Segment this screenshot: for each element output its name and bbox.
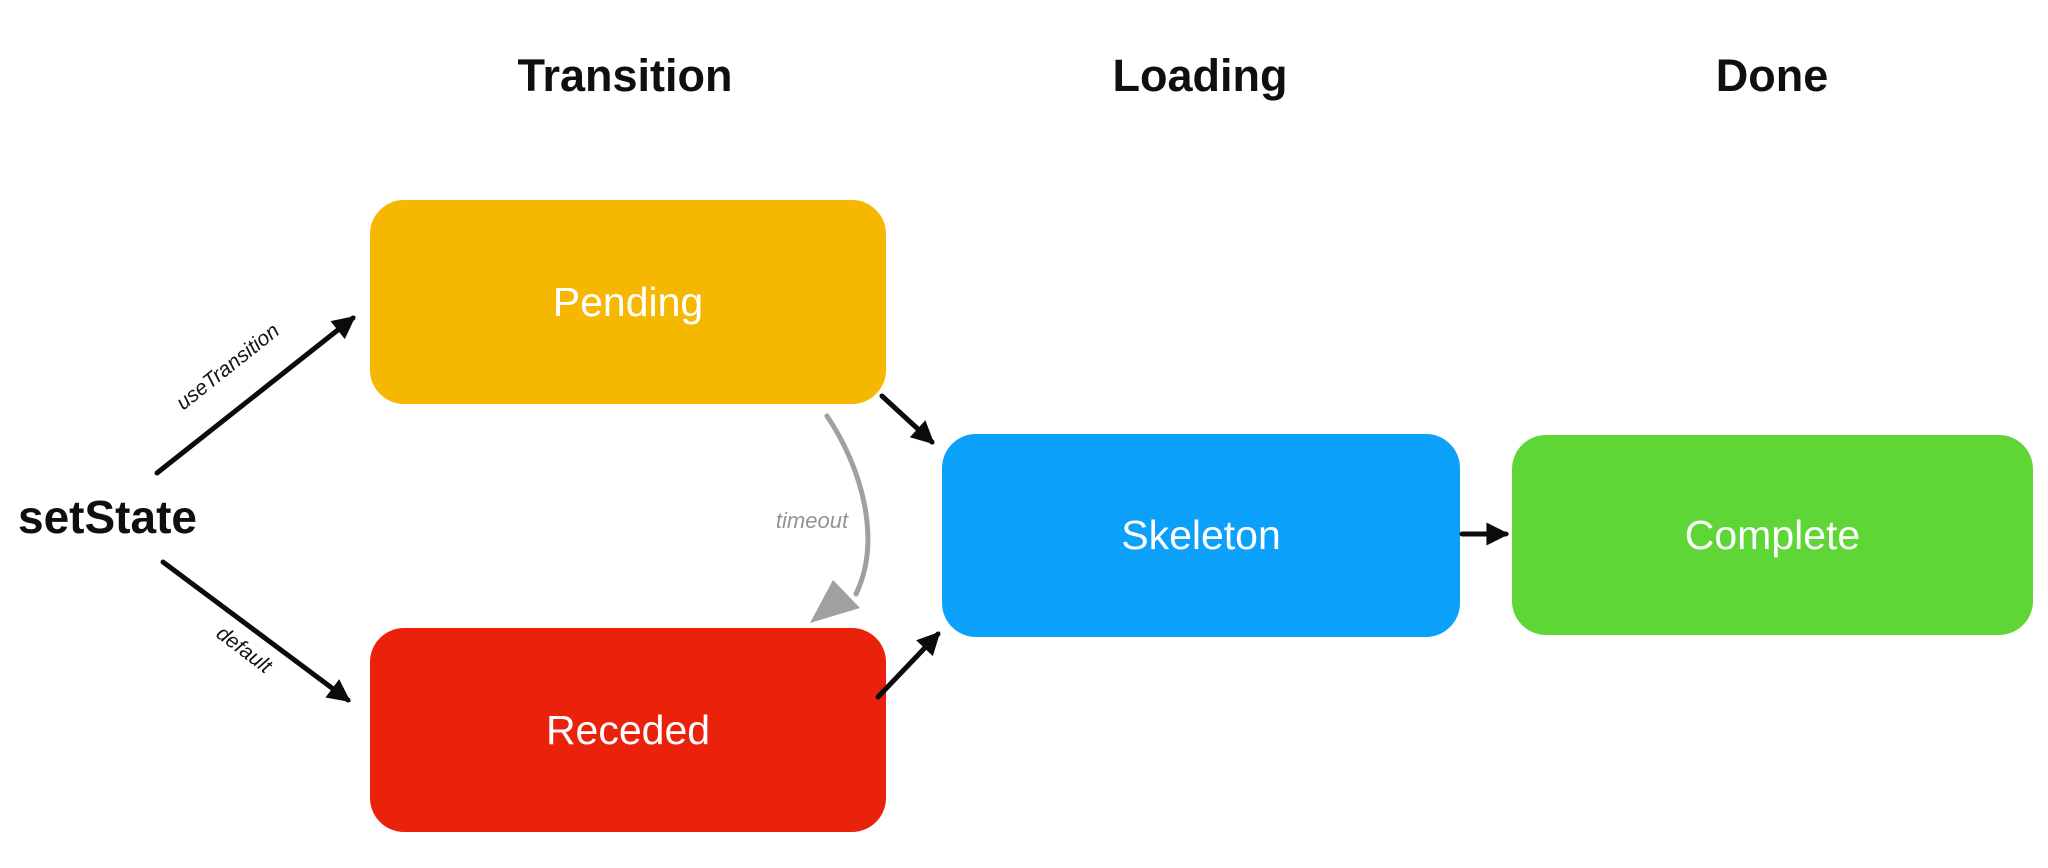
edge-setstate-to-pending-arrow	[154, 315, 356, 476]
column-header-loading: Loading	[1112, 50, 1288, 101]
state-node-pending-label: Pending	[552, 278, 704, 325]
state-node-pending: Pending	[370, 200, 886, 404]
edge-setstate-to-receded-arrow	[160, 559, 351, 703]
state-node-skeleton-label: Skeleton	[1121, 512, 1281, 558]
setstate-label: setState	[18, 491, 197, 543]
state-node-receded: Receded	[370, 628, 886, 832]
edge-pending-to-receded-timeout-curve	[824, 413, 871, 597]
edge-receded-to-skeleton-arrow	[875, 631, 941, 700]
edge-label-timeout: timeout	[776, 508, 849, 533]
state-node-complete: Complete	[1512, 435, 2033, 635]
state-node-receded-label: Receded	[545, 706, 711, 753]
edge-pending-to-skeleton-arrow	[879, 393, 935, 445]
timeout-arrowhead-icon	[810, 580, 860, 623]
state-node-skeleton: Skeleton	[942, 434, 1460, 637]
state-node-complete-label: Complete	[1684, 511, 1861, 558]
edge-label-default: default	[212, 622, 277, 679]
column-header-done: Done	[1715, 50, 1829, 101]
edge-label-usetransition: useTransition	[172, 319, 284, 415]
column-header-transition: Transition	[517, 50, 733, 101]
